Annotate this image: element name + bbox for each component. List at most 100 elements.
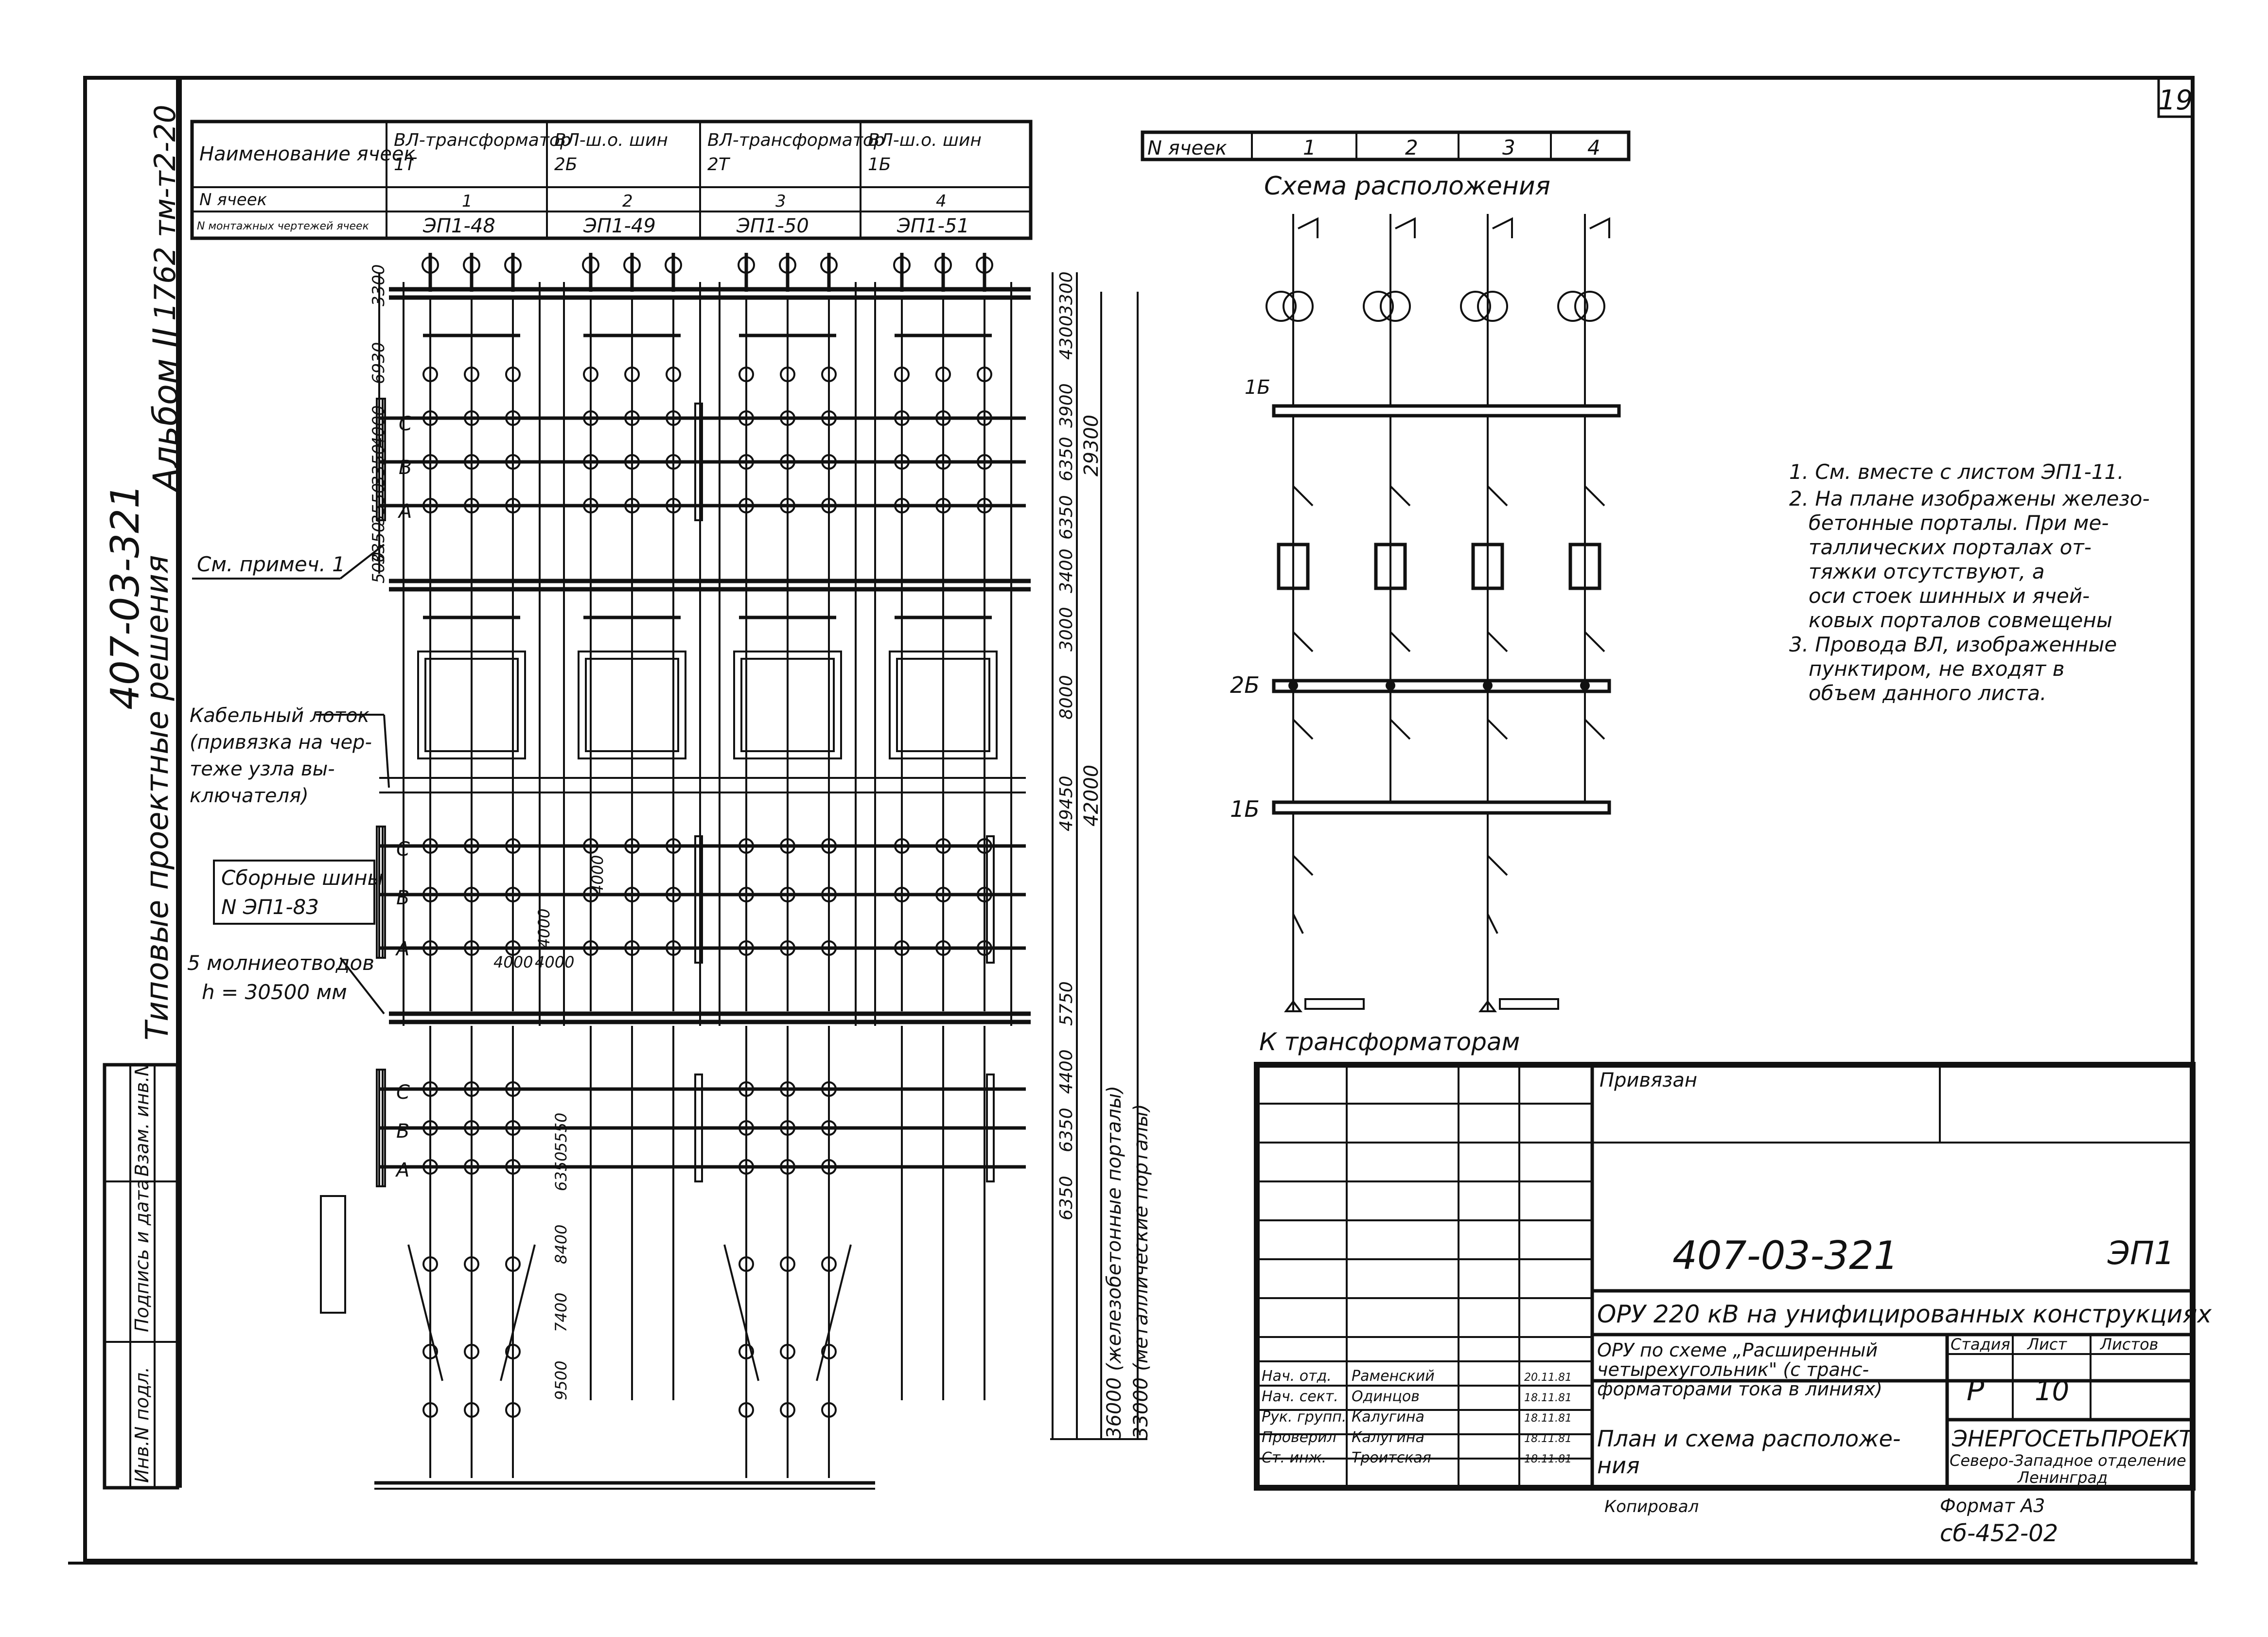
lead-node	[464, 1256, 479, 1272]
disconnector-icon	[1389, 719, 1411, 740]
staff-date-0: 20.11.81	[1524, 1372, 1572, 1384]
lead-node	[821, 1344, 837, 1359]
margin-title: Типовые проектные решения	[140, 555, 176, 1040]
plan-cell-3	[719, 253, 857, 1478]
breaker-box	[889, 651, 998, 759]
surge-arrester-icon	[1589, 217, 1610, 238]
lead-node	[821, 1120, 837, 1136]
lead-node	[505, 1256, 521, 1272]
dim-inner-7: 7400	[552, 1293, 570, 1332]
bus-node	[780, 367, 795, 382]
plan-annotations: C B A C B A C B A См. примеч. 1 Кабельны…	[187, 413, 412, 1181]
tb-stage-header: Стадия	[1951, 1335, 2010, 1354]
tb-copied: Копировал	[1604, 1497, 1699, 1516]
dim-right-0: 3300	[1056, 271, 1076, 316]
lead-node	[780, 1081, 795, 1097]
dim-left-0: 3300	[369, 264, 388, 306]
cell-num-4: 4	[936, 192, 947, 211]
bus-node	[894, 887, 910, 902]
dim-right-5: 3400	[1056, 548, 1076, 593]
dim-inner-4: 5550	[552, 1113, 570, 1152]
insulator	[582, 256, 599, 274]
phase-a-mid: A	[395, 938, 409, 960]
lead-node	[821, 1081, 837, 1097]
bus-node	[666, 498, 681, 513]
bus-node	[624, 367, 640, 382]
bus-node	[422, 887, 438, 902]
schema-cell-1: 1	[1303, 136, 1316, 159]
insulator	[504, 256, 522, 274]
bus-node	[894, 367, 910, 382]
bus-node	[666, 838, 681, 854]
insulator	[976, 256, 993, 274]
ct-icon	[1363, 291, 1394, 322]
bus-2b-label: 2Б	[1230, 672, 1260, 698]
end-post	[378, 1069, 386, 1187]
lead-node	[464, 1081, 479, 1097]
lead-node	[422, 1402, 438, 1418]
schema-cell-diagram-3	[1460, 214, 1513, 802]
guy-wire	[500, 1244, 536, 1381]
dim-total-metal: 33000 (металлические порталы)	[1130, 1104, 1152, 1439]
bus-post	[694, 1074, 703, 1182]
bus-node	[464, 940, 479, 956]
lead-node	[422, 1344, 438, 1359]
dim-inner-0: 4000	[493, 953, 533, 971]
tb-org1: ЭНЕРГОСЕТЬПРОЕКТ	[1952, 1426, 2194, 1452]
cell-drawing-1: ЭП1-48	[422, 215, 495, 237]
dim-right-3: 6350	[1056, 437, 1076, 481]
tb-org3: Ленинград	[2017, 1468, 2108, 1487]
phase-c-mid: C	[396, 838, 410, 861]
bus-node	[583, 940, 598, 956]
lead-node	[422, 1120, 438, 1136]
dim-inner-1: 4000	[535, 953, 574, 971]
bus-node	[738, 887, 754, 902]
dim-right-4: 6350	[1056, 495, 1076, 540]
lead-node	[422, 1159, 438, 1175]
disconnector-icon	[1292, 485, 1314, 652]
schema-cell-header: N ячеек	[1147, 137, 1227, 159]
bus-node	[935, 838, 951, 854]
dim-right-2: 3900	[1056, 383, 1076, 428]
disconnector-icon	[1584, 719, 1605, 740]
cell-drawing-3: ЭП1-50	[736, 215, 809, 237]
dim-left-5: 3350	[369, 522, 388, 564]
staff-date-4: 18.11.81	[1524, 1453, 1572, 1465]
bus-node	[780, 940, 795, 956]
plan-cell-1	[403, 253, 541, 1478]
dim-right-12: 6350	[1056, 1176, 1076, 1220]
transformer-feed-1	[1284, 813, 1365, 1012]
notes: 1. См. вместе с листом ЭП1-11. 2. На пла…	[1789, 460, 2150, 705]
junction-dot	[1483, 681, 1493, 690]
dim-left-2: 4000	[369, 405, 388, 447]
dim-left-4: 3550	[369, 483, 388, 525]
lead-node	[821, 1159, 837, 1175]
bus-node	[583, 367, 598, 382]
bus-node	[821, 838, 837, 854]
disconnector-icon	[1584, 485, 1605, 652]
stamp-sign-date: Подпись и дата	[131, 1179, 153, 1332]
tb-stage: Р	[1967, 1373, 1985, 1408]
bus-node	[624, 498, 640, 513]
phase-b-low: B	[396, 1120, 409, 1143]
lead-node	[738, 1081, 754, 1097]
bus-node	[894, 454, 910, 470]
bus-node	[422, 367, 438, 382]
junction-dot	[1580, 681, 1590, 690]
disconnector-icon	[1389, 485, 1411, 652]
dim-left-3: 3350	[369, 444, 388, 486]
lead-node	[738, 1120, 754, 1136]
staff-name-2: Калугина	[1352, 1408, 1424, 1426]
breaker-inner	[740, 658, 835, 752]
staff-date-3: 18.11.81	[1524, 1433, 1572, 1445]
dim-inner-8: 9500	[552, 1361, 570, 1400]
bus-node	[583, 838, 598, 854]
bus-node	[821, 454, 837, 470]
schema-cell-diagram-4	[1557, 214, 1610, 802]
disconnector-icon	[1487, 719, 1508, 740]
junction-dot	[1288, 681, 1298, 690]
dim-right-9: 5750	[1056, 981, 1076, 1026]
lead-node	[505, 1344, 521, 1359]
bus-post	[986, 1074, 995, 1182]
bus-node	[821, 367, 837, 382]
